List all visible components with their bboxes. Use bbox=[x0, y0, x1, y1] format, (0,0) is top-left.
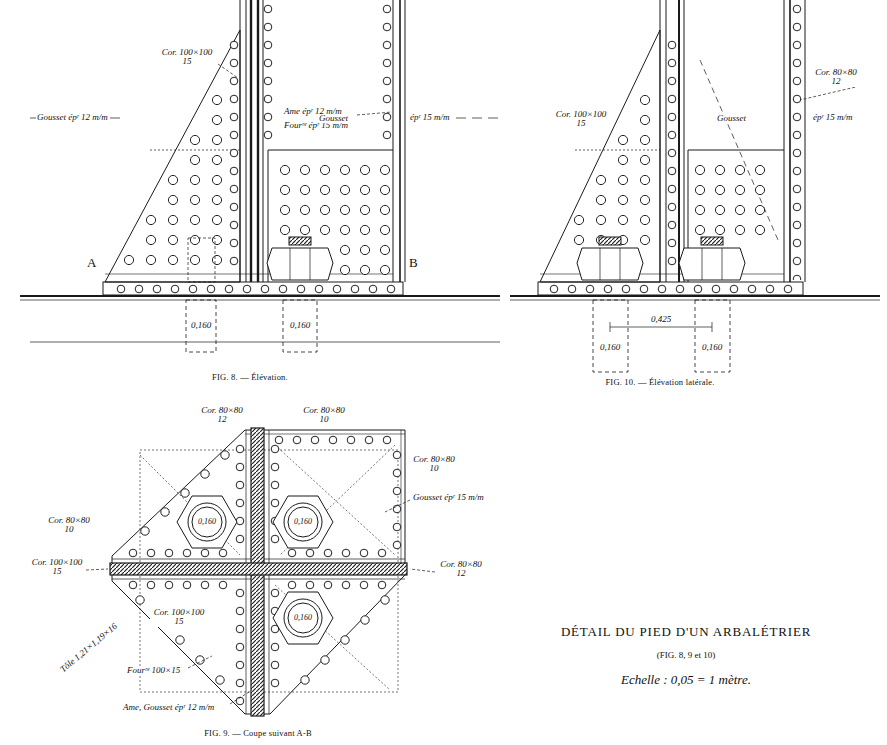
dimension: 0,160 bbox=[289, 321, 311, 330]
part-label: Cor. 80×80 10 bbox=[300, 406, 348, 425]
part-label: Tôle 1,21×1,19×16 bbox=[58, 621, 120, 675]
part-label: Cor. 100×100 15 bbox=[552, 110, 610, 129]
part-label: épʳ 15 m/m bbox=[409, 113, 451, 122]
section-mark: A bbox=[86, 256, 97, 270]
part-label: épʳ 15 m/m bbox=[812, 113, 854, 122]
part-label: Cor. 80×80 12 bbox=[812, 68, 860, 87]
part-label: Fourʳᵉ 100×15 bbox=[126, 666, 181, 675]
figure-caption: FIG. 9. — Coupe suivant A-B bbox=[203, 729, 313, 738]
part-label: Cor. 100×100 15 bbox=[28, 558, 86, 577]
scale-note: Echelle : 0,05 = 1 mètre. bbox=[620, 673, 752, 687]
section-mark: B bbox=[408, 256, 419, 270]
part-label: Gousset bbox=[318, 114, 349, 123]
figure-caption: FIG. 10. — Élévation latérale. bbox=[604, 378, 715, 387]
part-label: Gousset épʳ 15 m/m bbox=[412, 493, 485, 502]
dimension: 0,160 bbox=[293, 518, 313, 526]
part-label: Cor. 80×80 10 bbox=[45, 516, 93, 535]
part-label: Cor. 80×80 10 bbox=[410, 455, 458, 474]
dimension: 0,160 bbox=[599, 343, 621, 352]
drawing-title: DÉTAIL DU PIED D'UN ARBALÉTRIER bbox=[561, 624, 811, 640]
part-label: Gousset épʳ 12 m/m bbox=[36, 113, 109, 122]
dimension: 0,160 bbox=[197, 518, 217, 526]
part-label: Ame, Gousset épʳ 12 m/m bbox=[122, 703, 215, 712]
dimension: 0,160 bbox=[701, 343, 723, 352]
part-label: Cor. 100×100 15 bbox=[158, 48, 216, 67]
figure-caption: FIG. 8. — Élévation. bbox=[211, 373, 289, 382]
part-label: Cor. 80×80 12 bbox=[437, 560, 485, 579]
dimension: 0,160 bbox=[190, 321, 212, 330]
part-label: Cor. 100×100 15 bbox=[150, 608, 208, 627]
part-label: Gousset bbox=[716, 114, 747, 123]
part-label: Cor. 80×80 12 bbox=[198, 406, 246, 425]
dimension: 0,425 bbox=[650, 315, 672, 324]
figure-reference: (FIG. 8, 9 et 10) bbox=[657, 650, 716, 660]
dimension: 0,160 bbox=[293, 614, 313, 622]
